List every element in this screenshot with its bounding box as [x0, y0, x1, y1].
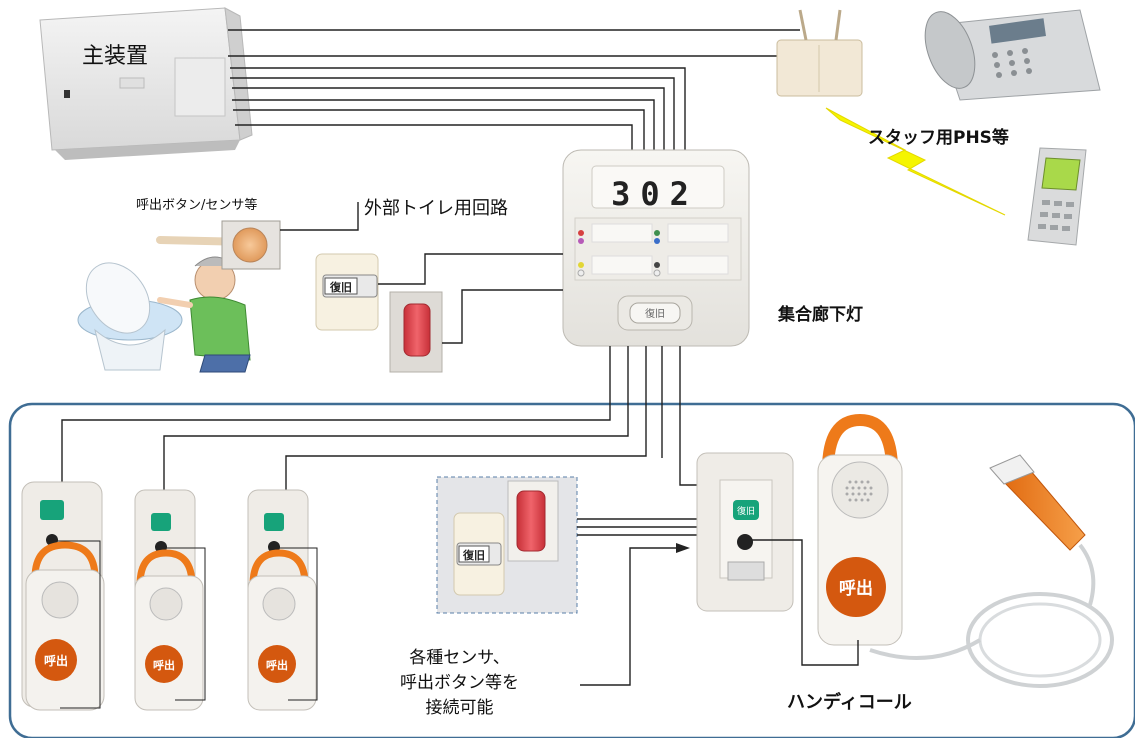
lamp-reset-label: 復旧: [645, 307, 665, 320]
external-toilet-label: 外部トイレ用回路: [364, 198, 508, 219]
sensors-label-line1: 各種センサ、: [409, 648, 510, 668]
bedside-call-label-3: 呼出: [266, 658, 288, 672]
call-button-box: [221, 220, 281, 270]
phs-handset: [1027, 147, 1087, 246]
handy-call-label: 呼出: [839, 578, 873, 599]
handheld-switch: [869, 454, 1114, 688]
corridor-lamp-label: 集合廊下灯: [778, 305, 863, 325]
lamp-to-room-wiring: [61, 346, 697, 490]
bedside-call-label-1: 呼出: [44, 653, 68, 668]
bedside-unit-2: [134, 489, 204, 711]
toilet-red-button: [389, 291, 443, 373]
room-number: 302: [611, 175, 699, 213]
staff-phs-label: スタッフ用PHS等: [868, 128, 1009, 148]
toilet-reset-plate: [315, 253, 379, 331]
wireless-lightning: [825, 107, 1006, 216]
toilet-circuit-wiring: [378, 253, 563, 344]
handy-reset-label: 復旧: [737, 505, 755, 517]
toilet-scene: [77, 236, 254, 373]
bedside-unit-1: [21, 481, 105, 711]
phs-antenna: [776, 9, 863, 97]
bedside-call-label-2: 呼出: [153, 658, 175, 672]
call-button-label: 呼出ボタン/センサ等: [136, 198, 258, 213]
call-button-wire: [280, 202, 359, 231]
main-unit-wiring: [228, 29, 800, 150]
handy-wall-plate: [696, 452, 794, 612]
sensor-group-wiring: [577, 518, 697, 686]
sensor-arrowhead: [676, 543, 690, 553]
desk-phone: [924, 9, 1101, 101]
toilet-reset-label: 復旧: [329, 280, 352, 294]
sensors-label: 各種センサ、 呼出ボタン等を 接続可能: [400, 646, 519, 721]
handy-call-title: ハンディコール: [787, 692, 912, 713]
main-unit-label: 主装置: [82, 44, 149, 69]
corridor-lamp: [562, 149, 750, 347]
main-unit: [39, 7, 253, 160]
bedside-unit-3: [247, 489, 317, 711]
sensors-label-line2: 呼出ボタン等を: [400, 673, 519, 693]
sensor-reset-label: 復旧: [462, 548, 485, 562]
bedside-cord-wiring: [56, 540, 318, 709]
sensors-label-line3: 接続可能: [425, 698, 494, 718]
sensor-group: [436, 476, 578, 614]
handy-call-device: [817, 413, 903, 646]
handy-cord-wiring: [745, 539, 859, 666]
